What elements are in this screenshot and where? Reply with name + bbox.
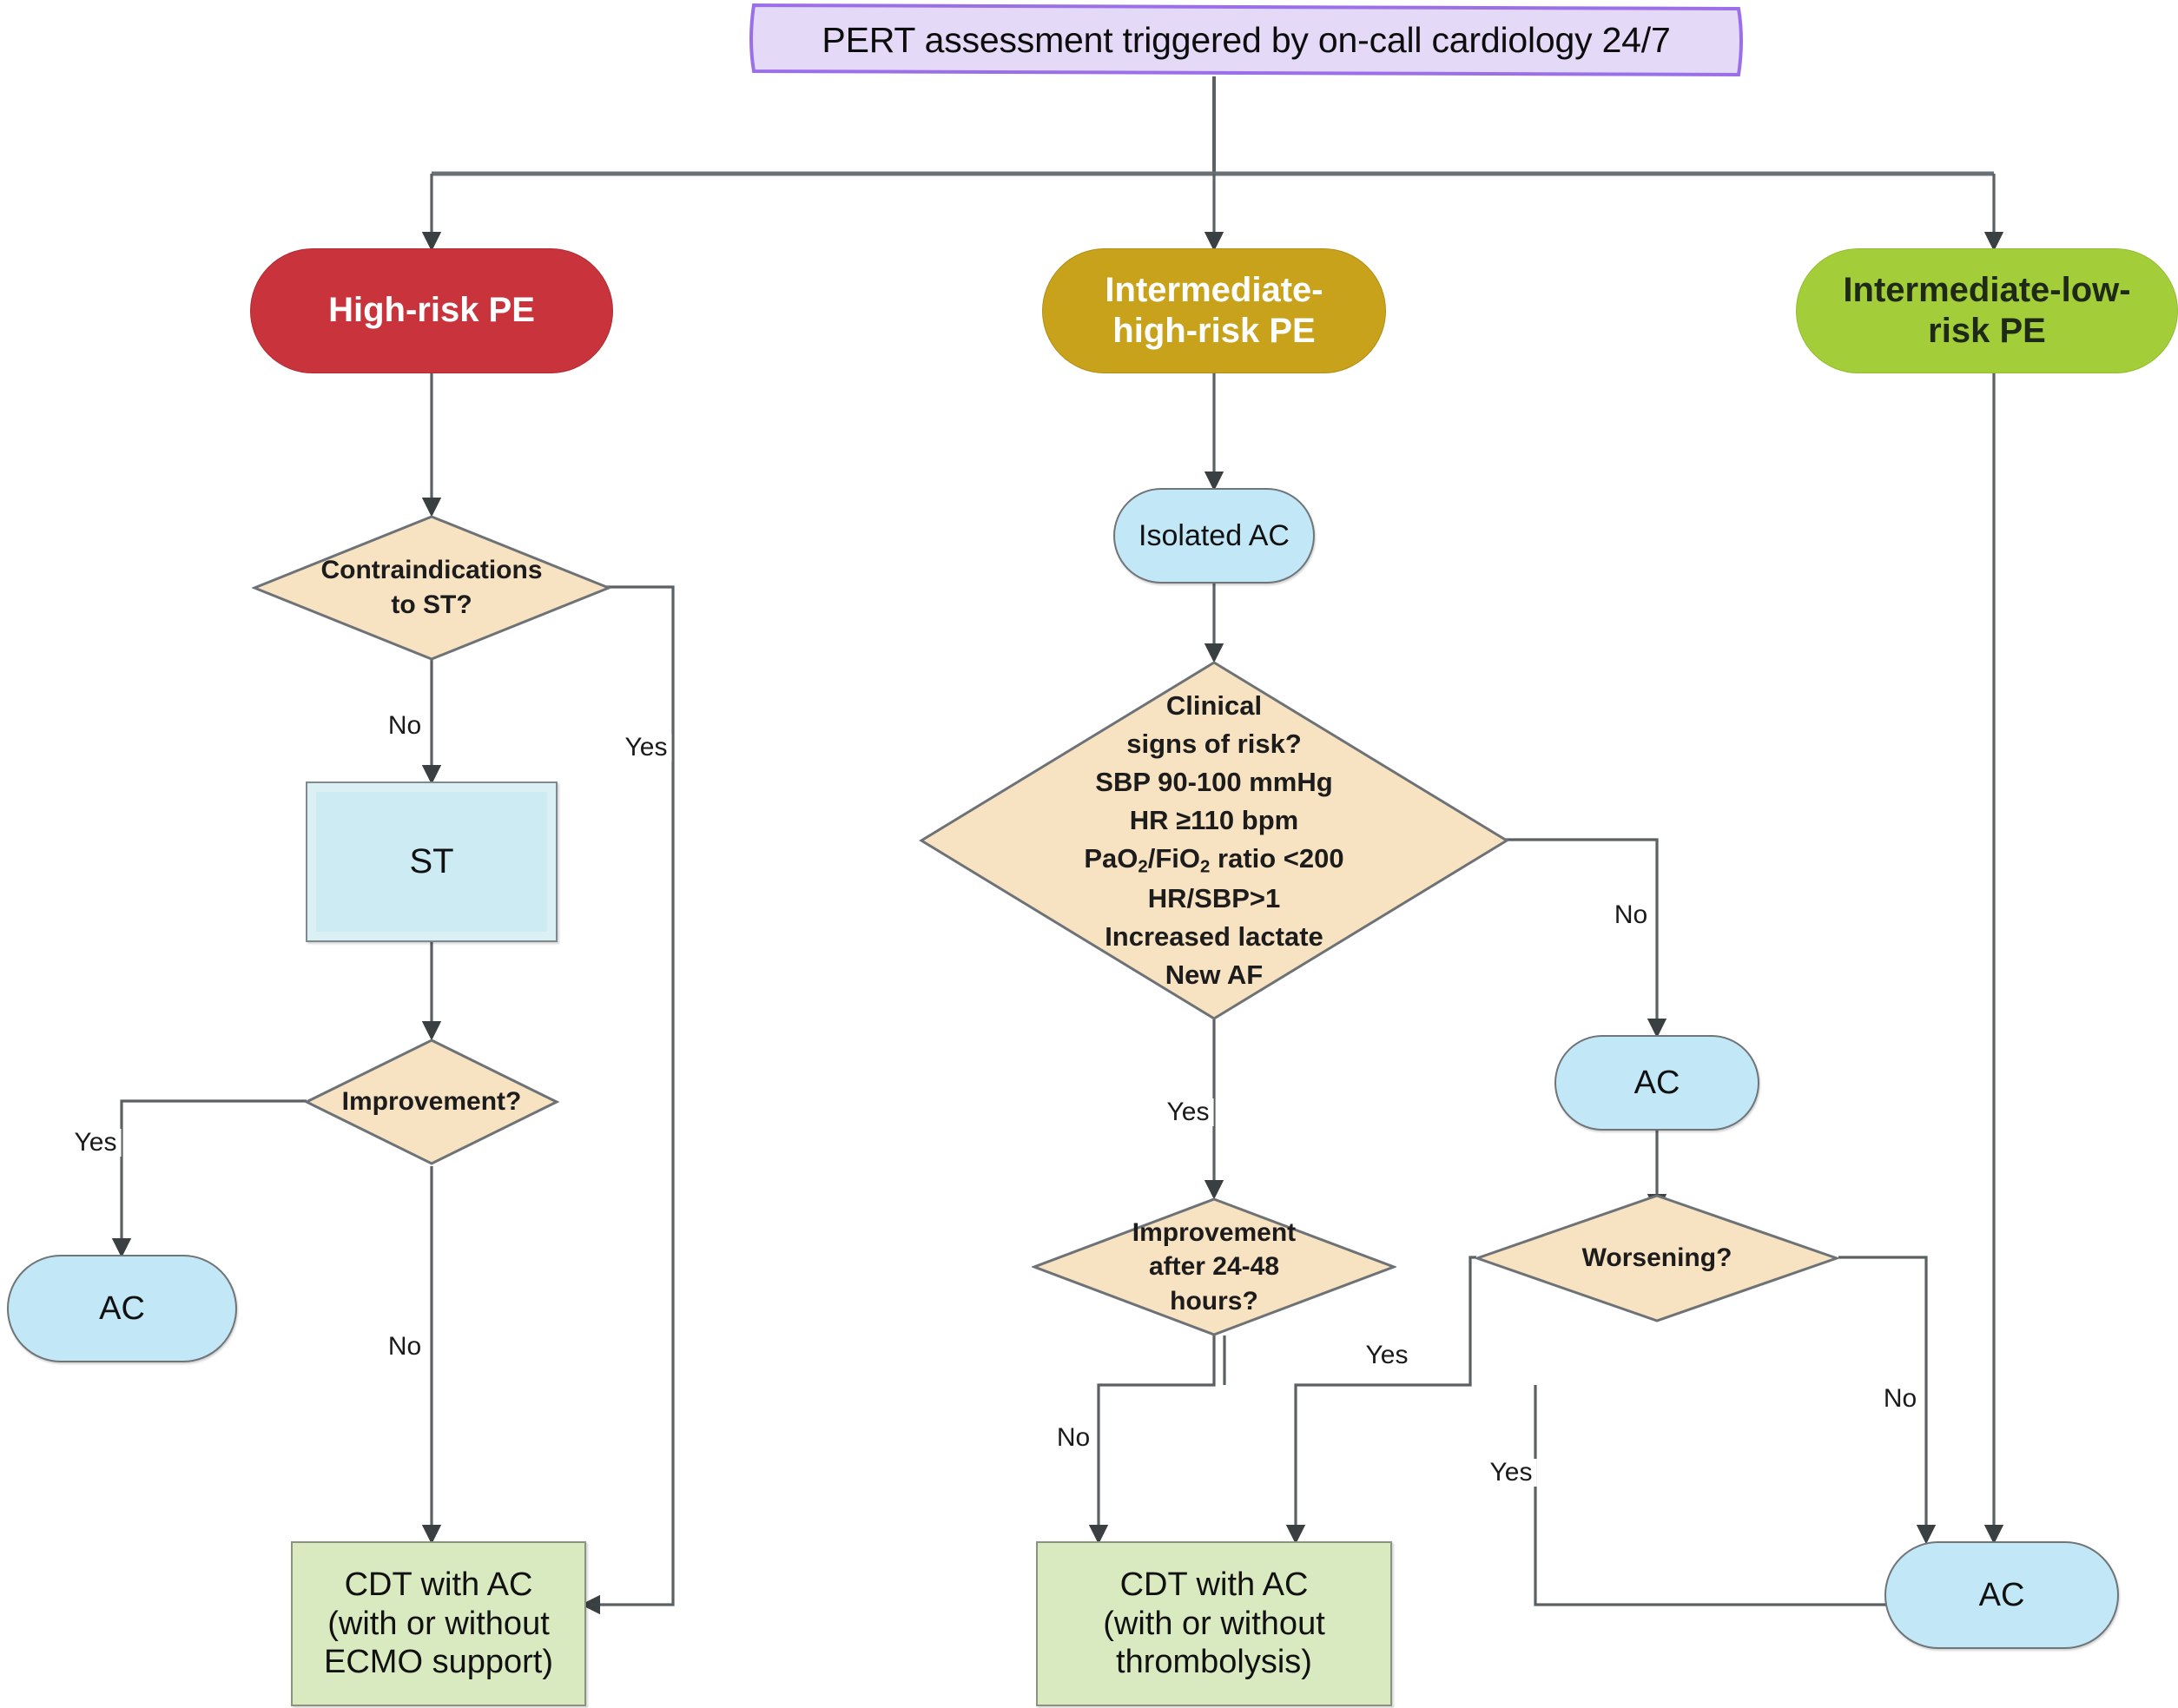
node-high-risk-pe[interactable]: High-risk PE <box>250 248 613 373</box>
label-line-2: after 24-48 <box>1148 1252 1280 1282</box>
label-line-7: Increased lactate <box>1105 920 1323 952</box>
decision-contraindications-to-st-label: Contraindications to ST? <box>252 514 611 662</box>
edge-label-worsening-yes-lower: Yes <box>1485 1459 1537 1487</box>
label-line-8: New AF <box>1165 959 1264 990</box>
edge-label-contraindications-yes: Yes <box>620 734 672 762</box>
decision-worsening-label: Worsening? <box>1581 1243 1732 1273</box>
process-ac-mid[interactable]: AC <box>1554 1035 1759 1131</box>
terminal-cdt-with-ac-ecmo-label: CDT with AC (with or without ECMO suppor… <box>324 1566 553 1682</box>
banner-document-shape <box>749 3 1743 77</box>
edge-label-clinical-signs-yes: Yes <box>1162 1098 1214 1126</box>
edge-label-worsening-no: No <box>1878 1385 1922 1413</box>
label-line-2: (with or without <box>327 1605 550 1642</box>
label-line-1: Contraindications <box>320 556 543 585</box>
node-intermediate-high-risk-pe[interactable]: Intermediate- high-risk PE <box>1042 248 1386 373</box>
process-st-label: ST <box>409 841 454 880</box>
label-line-1: CDT with AC <box>344 1566 533 1603</box>
node-high-risk-pe-label: High-risk PE <box>328 291 535 330</box>
diamond-shape <box>919 661 1509 1020</box>
label-line-1: CDT with AC <box>1119 1566 1309 1603</box>
edge-label-contraindications-no: No <box>383 712 426 740</box>
title-banner: PERT assessment triggered by on-call car… <box>747 2 1746 78</box>
title-banner-label: PERT assessment triggered by on-call car… <box>822 19 1671 60</box>
edge-label-improvement-yes: Yes <box>69 1129 122 1157</box>
label-line-5: PaO2/FiO2 ratio <200 <box>1084 843 1344 877</box>
process-ac-mid-label: AC <box>1634 1064 1680 1101</box>
label-line-2: (with or without <box>1103 1605 1325 1642</box>
process-ac-right[interactable]: AC <box>1884 1541 2119 1649</box>
terminal-cdt-with-ac-thrombolysis-label: CDT with AC (with or without thrombolysi… <box>1103 1566 1325 1682</box>
label-line-2: risk PE <box>1928 312 2046 350</box>
label-line-2: to ST? <box>391 590 472 619</box>
label-line-1: Clinical <box>1165 690 1263 722</box>
decision-improvement-label: Improvement? <box>341 1087 522 1117</box>
edge-label-worsening-yes-upper: Yes <box>1361 1342 1413 1369</box>
label-line-4: HR ≥110 bpm <box>1129 805 1299 836</box>
diamond-shape <box>252 515 611 661</box>
label-line-2: signs of risk? <box>1126 729 1302 760</box>
decision-worsening[interactable]: Worsening? <box>1475 1193 1839 1323</box>
node-intermediate-low-risk-pe-label: Intermediate-low- risk PE <box>1843 270 2130 352</box>
process-isolated-ac[interactable]: Isolated AC <box>1113 488 1315 584</box>
process-ac-right-label: AC <box>1978 1576 2025 1613</box>
label-line-3: thrombolysis) <box>1116 1644 1312 1681</box>
process-isolated-ac-label: Isolated AC <box>1138 518 1290 552</box>
edge-label-improvement-no: No <box>383 1333 426 1361</box>
process-ac-left[interactable]: AC <box>7 1255 237 1362</box>
decision-contraindications-to-st[interactable]: Contraindications to ST? <box>252 514 611 662</box>
diamond-shape <box>304 1039 559 1165</box>
diamond-shape <box>1032 1197 1396 1336</box>
decision-improvement-after-24-48-hours[interactable]: Improvement after 24-48 hours? <box>1032 1197 1396 1337</box>
node-intermediate-high-risk-pe-label: Intermediate- high-risk PE <box>1105 270 1323 352</box>
decision-clinical-signs-of-risk[interactable]: Clinical signs of risk? SBP 90-100 mmHg … <box>919 660 1509 1021</box>
label-line-1: Intermediate- <box>1105 270 1323 309</box>
terminal-cdt-with-ac-thrombolysis[interactable]: CDT with AC (with or without thrombolysi… <box>1036 1541 1392 1706</box>
process-ac-left-label: AC <box>99 1289 145 1327</box>
edge-label-clinical-signs-no: No <box>1609 901 1653 929</box>
label-line-6: HR/SBP>1 <box>1147 882 1281 913</box>
label-line-1: Improvement <box>1132 1217 1297 1247</box>
label-line-3: SBP 90-100 mmHg <box>1095 767 1333 798</box>
label-line-3: ECMO support) <box>324 1644 553 1681</box>
decision-clinical-signs-of-risk-label: Clinical signs of risk? SBP 90-100 mmHg … <box>919 660 1509 1021</box>
diamond-shape <box>1475 1194 1839 1322</box>
label-line-2: high-risk PE <box>1112 312 1316 350</box>
decision-improvement-after-24-48-hours-label: Improvement after 24-48 hours? <box>1032 1197 1396 1337</box>
decision-improvement[interactable]: Improvement? <box>304 1038 559 1166</box>
process-st[interactable]: ST <box>306 781 558 942</box>
label-line-1: Intermediate-low- <box>1843 270 2131 309</box>
terminal-cdt-with-ac-ecmo[interactable]: CDT with AC (with or without ECMO suppor… <box>291 1541 586 1706</box>
node-intermediate-low-risk-pe[interactable]: Intermediate-low- risk PE <box>1796 248 2178 373</box>
edge-label-improvement-24-48-no: No <box>1052 1424 1095 1452</box>
label-line-3: hours? <box>1170 1286 1258 1316</box>
